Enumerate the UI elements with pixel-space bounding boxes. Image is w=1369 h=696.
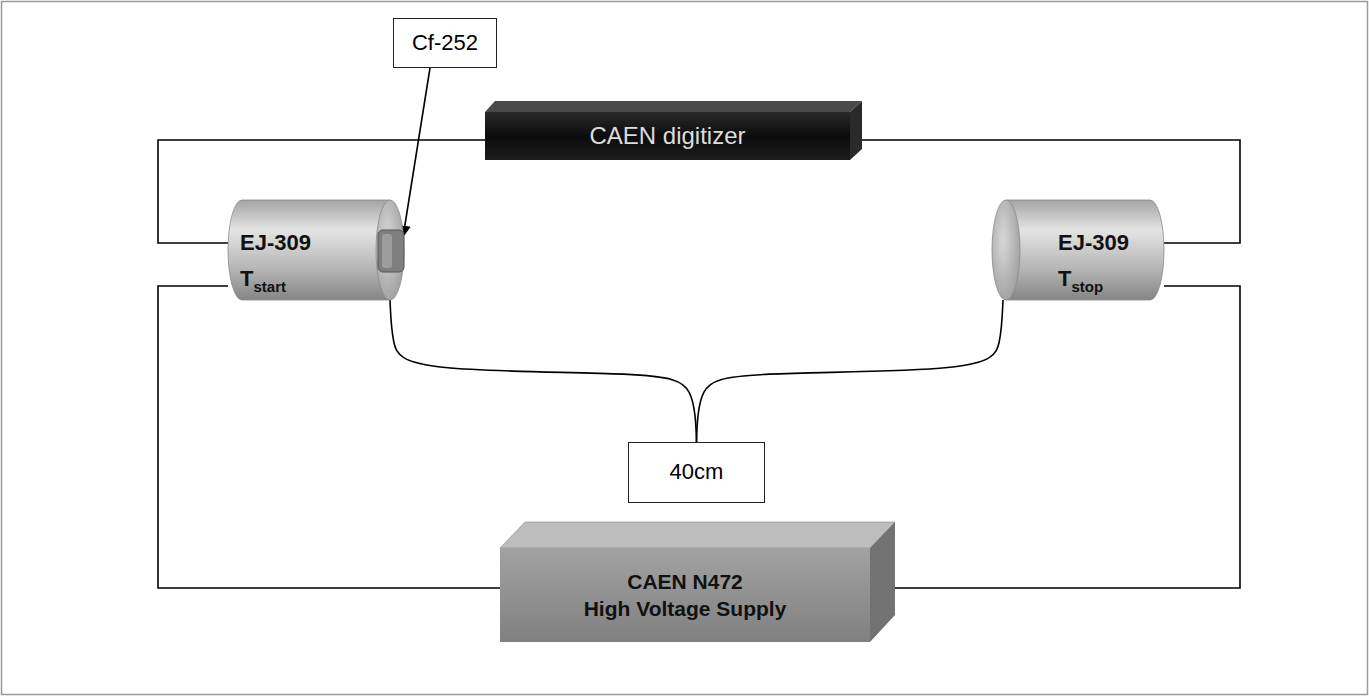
connector-line [390,300,697,442]
node-text: T [1058,266,1071,291]
text-line: EJ-309 [240,226,311,262]
cylinder-body [1006,200,1164,300]
node-text: stop [1071,278,1103,295]
node-text: EJ-309 [240,230,311,255]
connector-line [895,286,1240,588]
text-line: Tstart [240,262,311,304]
bar-top-face [485,101,862,112]
source-highlight [382,234,392,268]
detector-cylinder: EJ-309Tstart [228,200,406,300]
connector-line [158,286,500,588]
source-capsule [378,230,404,272]
source-label-box: Cf-252 [393,18,497,68]
text-line: Cf-252 [412,30,478,56]
cylinder-face [992,200,1020,300]
text-line: Tstop [1058,262,1129,304]
distance-label-box: 40cm [628,442,765,503]
detector-cylinder: EJ-309Tstop [990,200,1164,300]
text-block: EJ-309Tstart [240,226,311,304]
node-text: CAEN N472 [627,570,743,593]
power-supply-box: CAEN N472High Voltage Supply [500,522,895,642]
node-text: start [253,278,286,295]
text-line: 40cm [670,459,724,485]
supply-front-face [500,548,870,642]
connector-line [697,300,1004,442]
text-line: EJ-309 [1058,226,1129,262]
node-text: High Voltage Supply [584,597,787,620]
text-line: CAEN digitizer [589,122,745,151]
digitizer-bar: CAEN digitizer [485,101,862,160]
bar-side-face [850,101,862,160]
supply-side-face [870,522,895,642]
node-text: EJ-309 [1058,230,1129,255]
cylinder-body [228,200,390,300]
node-text: CAEN digitizer [589,122,745,149]
connector-line [403,68,430,237]
text-block: CAEN digitizer [485,112,850,160]
bar-front-face [485,112,850,160]
text-line: CAEN N472 [627,568,743,595]
cylinder-face [376,200,404,300]
text-line: High Voltage Supply [584,595,787,622]
text-block: EJ-309Tstop [1058,226,1129,304]
text-block: 40cm [629,443,764,502]
supply-top-face [500,522,895,548]
text-block: Cf-252 [394,19,496,67]
node-text: T [240,266,253,291]
node-text: 40cm [670,459,724,484]
node-text: Cf-252 [412,30,478,55]
text-block: CAEN N472High Voltage Supply [500,548,870,642]
